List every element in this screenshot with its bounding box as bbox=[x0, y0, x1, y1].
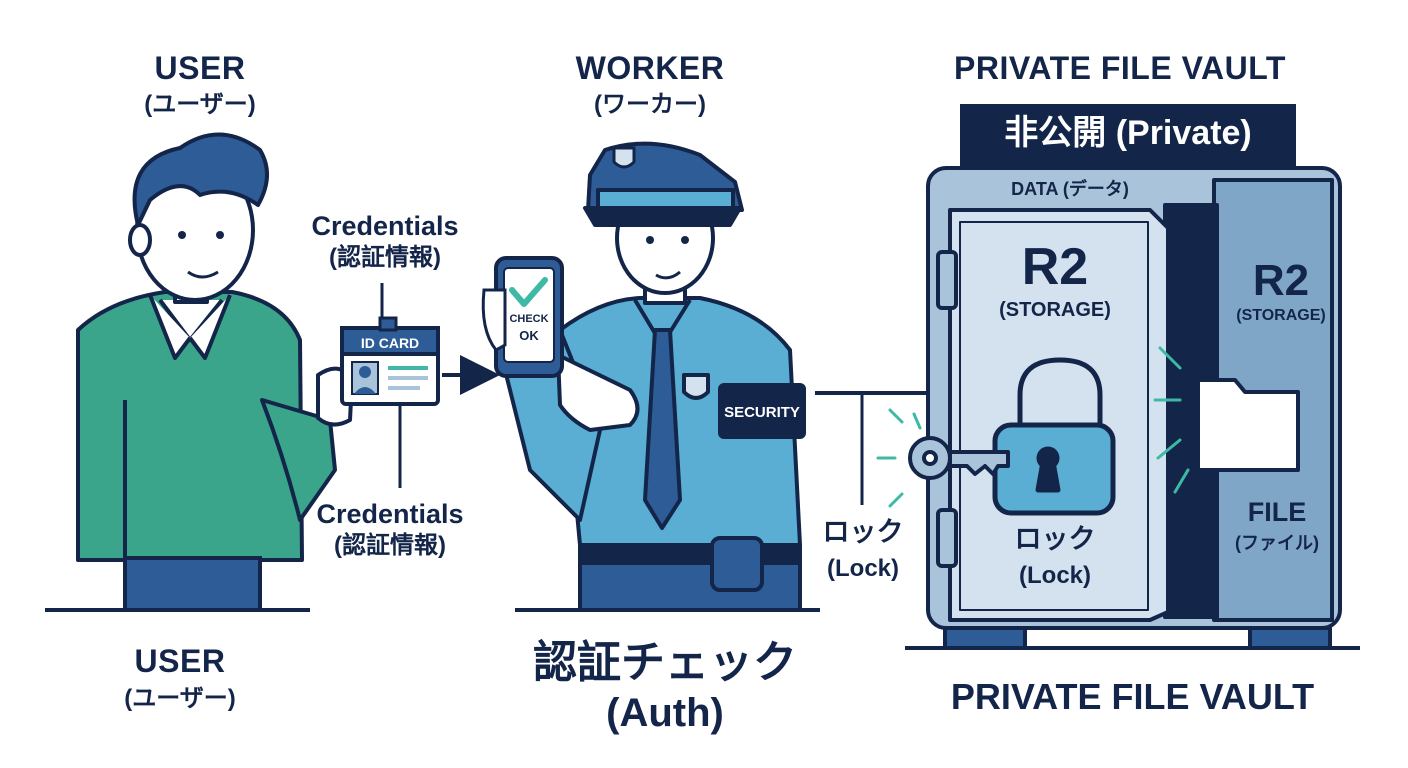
worker-title: WORKER bbox=[575, 50, 725, 86]
door-lock-en: (Lock) bbox=[1019, 562, 1091, 589]
door-storage-label: (STORAGE) bbox=[999, 299, 1111, 321]
user-title-bottom: USER bbox=[134, 643, 226, 679]
door-lock-jp: ロック bbox=[1014, 524, 1096, 554]
glow-lines bbox=[1153, 346, 1190, 494]
credentials-label-top: Credentials bbox=[311, 211, 459, 241]
credentials-sub-top: (認証情報) bbox=[329, 244, 441, 271]
lock-label-en: (Lock) bbox=[827, 555, 899, 582]
worker-subtitle: (ワーカー) bbox=[594, 91, 706, 118]
auth-check-en: (Auth) bbox=[606, 691, 724, 735]
vault-data-label: DATA (データ) bbox=[1011, 179, 1129, 199]
credentials-label-bottom: Credentials bbox=[316, 499, 464, 529]
auth-check-jp: 認証チェック bbox=[533, 638, 797, 687]
phone-ok-text: OK bbox=[519, 328, 539, 343]
user-subtitle-bottom: (ユーザー) bbox=[124, 685, 236, 712]
armband-text: SECURITY bbox=[724, 404, 800, 421]
vault-title-top: PRIVATE FILE VAULT bbox=[954, 50, 1286, 86]
credentials-sub-bottom: (認証情報) bbox=[334, 532, 446, 559]
key-sparkle bbox=[876, 408, 922, 508]
user-title-top: USER bbox=[154, 50, 246, 86]
credentials-connectors bbox=[380, 283, 402, 488]
worker-face bbox=[646, 236, 689, 280]
id-card bbox=[340, 316, 440, 406]
id-card-label: ID CARD bbox=[361, 335, 419, 351]
key bbox=[908, 436, 1010, 480]
side-storage-label: (STORAGE) bbox=[1236, 307, 1326, 324]
private-banner-label: 非公開 (Private) bbox=[1004, 114, 1252, 152]
lock-label-jp: ロック bbox=[822, 517, 904, 547]
file-label: FILE bbox=[1247, 497, 1307, 527]
cap-badge bbox=[612, 146, 636, 169]
file-sub-label: (ファイル) bbox=[1235, 533, 1319, 553]
user-face bbox=[178, 231, 224, 279]
vault-title-bottom: PRIVATE FILE VAULT bbox=[950, 676, 1315, 717]
user-subtitle-top: (ユーザー) bbox=[144, 91, 256, 118]
phone-check-text: CHECK bbox=[509, 313, 548, 325]
private-banner bbox=[960, 104, 1296, 168]
user-figure bbox=[76, 132, 354, 612]
phone bbox=[481, 256, 564, 378]
door-r2-label: R2 bbox=[1021, 238, 1089, 296]
side-r2-label: R2 bbox=[1252, 256, 1310, 305]
